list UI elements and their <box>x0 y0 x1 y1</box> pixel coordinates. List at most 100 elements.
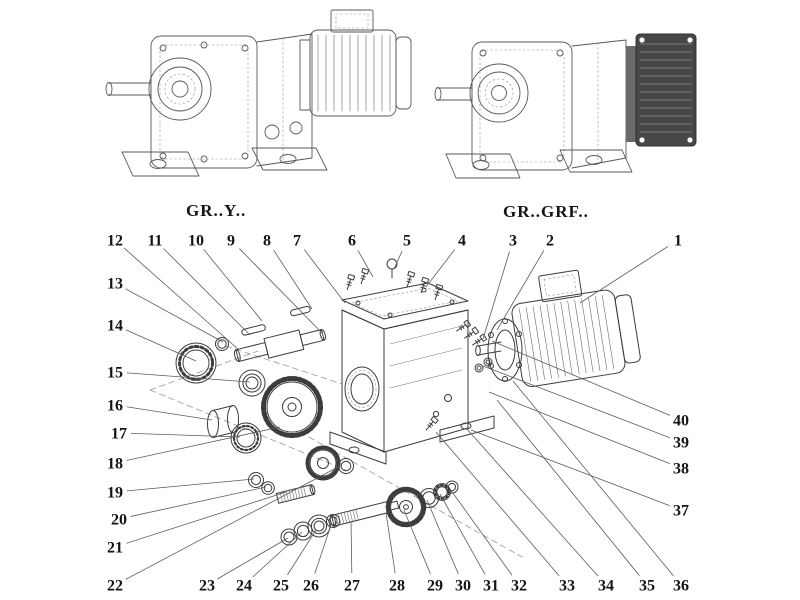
leader-line-40 <box>491 340 671 416</box>
leader-line-39 <box>482 365 670 439</box>
leader-line-19 <box>126 478 255 492</box>
callout-number-32: 32 <box>511 578 527 595</box>
leader-line-37 <box>470 429 670 507</box>
flange-bolts <box>423 319 493 433</box>
leader-line-13 <box>125 288 224 343</box>
callout-number-28: 28 <box>389 578 405 595</box>
callout-number-20: 20 <box>111 512 127 529</box>
callout-number-14: 14 <box>107 318 123 335</box>
leader-line-23 <box>217 537 289 580</box>
leader-line-35 <box>496 399 640 576</box>
callout-number-11: 11 <box>147 233 162 250</box>
leader-line-15 <box>126 372 251 383</box>
callout-number-19: 19 <box>107 485 123 502</box>
leader-line-27 <box>350 520 353 574</box>
callout-number-23: 23 <box>199 578 215 595</box>
motor <box>475 269 641 387</box>
callout-number-8: 8 <box>263 233 271 250</box>
callout-number-17: 17 <box>111 426 127 443</box>
leader-line-38 <box>488 391 670 464</box>
fan-cover-adapter <box>626 46 636 142</box>
output-shaft-assembly <box>280 480 459 546</box>
callout-number-21: 21 <box>107 540 123 557</box>
leader-line-2 <box>496 250 545 331</box>
input-shaft-assembly <box>233 305 326 363</box>
callout-number-40: 40 <box>673 413 689 430</box>
leader-line-4 <box>425 249 456 288</box>
leader-line-18 <box>126 426 281 461</box>
leader-line-21 <box>126 491 287 544</box>
cover-bolts <box>343 258 444 301</box>
callout-number-22: 22 <box>107 578 123 595</box>
callout-number-36: 36 <box>673 578 689 595</box>
callout-number-31: 31 <box>483 578 499 595</box>
leader-line-31 <box>439 493 486 575</box>
leader-line-6 <box>357 250 374 278</box>
leader-line-14 <box>125 329 197 362</box>
leader-line-3 <box>482 251 510 340</box>
callout-number-6: 6 <box>348 233 356 250</box>
eye-bolt <box>386 258 398 270</box>
bearings-and-seals <box>175 337 266 454</box>
callout-number-26: 26 <box>303 578 319 595</box>
leader-line-32 <box>449 488 513 576</box>
callout-number-7: 7 <box>293 233 301 250</box>
pinion-shaft <box>275 484 316 504</box>
leader-line-20 <box>130 486 267 517</box>
callout-number-5: 5 <box>403 233 411 250</box>
callout-number-18: 18 <box>107 456 123 473</box>
shaft-key <box>241 324 266 336</box>
leader-line-11 <box>163 248 251 336</box>
callout-number-1: 1 <box>674 233 682 250</box>
callout-number-29: 29 <box>427 578 443 595</box>
callout-number-16: 16 <box>107 398 123 415</box>
callout-number-39: 39 <box>673 435 689 452</box>
leader-line-8 <box>273 249 313 310</box>
callout-number-12: 12 <box>107 233 123 250</box>
callout-number-15: 15 <box>107 365 123 382</box>
gearbox-gr-grf-drawing <box>434 33 697 179</box>
variant-label-gr-grf: GR..GRF.. <box>503 202 589 221</box>
gearbox-gr-y-drawing <box>105 9 412 177</box>
leader-line-26 <box>314 524 332 574</box>
callout-number-30: 30 <box>455 578 471 595</box>
intermediate-gear <box>305 445 341 481</box>
large-gear <box>261 376 323 438</box>
leader-line-33 <box>435 431 560 577</box>
leader-line-7 <box>303 249 346 304</box>
leader-line-34 <box>465 427 599 577</box>
callout-number-37: 37 <box>673 503 689 520</box>
callout-number-34: 34 <box>598 578 614 595</box>
shaft-key <box>290 305 311 317</box>
exploded-view <box>149 258 641 558</box>
callout-number-27: 27 <box>344 578 360 595</box>
callout-number-24: 24 <box>236 578 252 595</box>
gears <box>248 376 354 504</box>
callout-number-25: 25 <box>273 578 289 595</box>
leader-line-30 <box>426 499 459 575</box>
leader-line-28 <box>385 512 396 574</box>
callout-number-10: 10 <box>188 233 204 250</box>
leader-line-1 <box>579 246 669 304</box>
leader-line-36 <box>512 380 674 576</box>
leader-line-10 <box>203 249 263 322</box>
leader-line-22 <box>125 465 341 580</box>
callout-number-38: 38 <box>673 461 689 478</box>
output-gear <box>385 486 427 528</box>
leader-line-17 <box>130 432 241 438</box>
leader-line-12 <box>123 247 240 351</box>
leader-line-5 <box>393 250 403 270</box>
callout-number-3: 3 <box>509 233 517 250</box>
callout-number-33: 33 <box>559 578 575 595</box>
variant-label-gr-y: GR..Y.. <box>186 201 247 220</box>
callout-number-4: 4 <box>458 233 466 250</box>
leader-line-24 <box>252 531 303 578</box>
leader-line-29 <box>403 509 431 575</box>
leader-line-9 <box>239 248 323 334</box>
leader-line-16 <box>126 406 213 421</box>
callout-number-13: 13 <box>107 276 123 293</box>
callout-number-35: 35 <box>639 578 655 595</box>
